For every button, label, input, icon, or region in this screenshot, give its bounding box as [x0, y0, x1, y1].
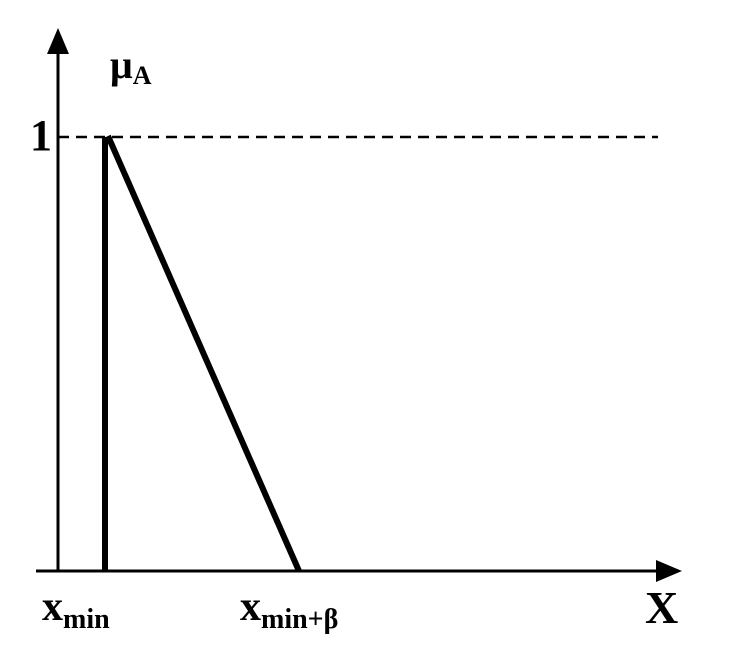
x-min-label: xmin	[42, 584, 110, 635]
slanted-edge	[105, 134, 302, 573]
y-axis-label-subscript: A	[133, 61, 152, 90]
y-axis-arrowhead	[47, 28, 69, 54]
tick-label-1: 1	[30, 111, 52, 160]
x-axis-label: X	[645, 582, 678, 633]
x-min-plus-beta-label: xmin+β	[240, 584, 338, 635]
y-axis-label: μA	[110, 42, 152, 90]
x-min-plus-beta-subscript: min+β	[261, 604, 338, 635]
x-min-subscript: min	[63, 604, 110, 635]
x-axis-arrowhead	[656, 560, 682, 582]
